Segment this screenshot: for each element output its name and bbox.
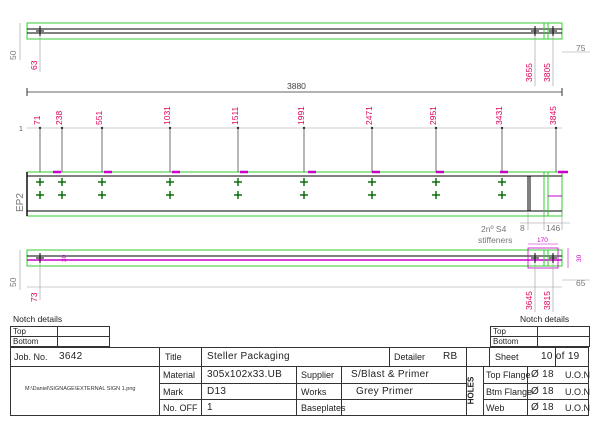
hole-dim-1511: 1511 [230,106,240,125]
notch-left-top: Top [10,326,58,337]
hole-dot [168,126,172,130]
hole-dim-2951: 2951 [428,106,438,125]
stiffener-note-2: stiffeners [478,235,512,245]
web-label: Web [486,403,505,413]
hole-dim-238: 238 [54,111,64,125]
bottom-view [19,243,590,312]
hole-dim-2471: 2471 [364,106,374,125]
stiffener-note-1: 2nº S4 [481,224,507,234]
detailer-label: Detailer [394,352,426,362]
notch-right-bottom: Bottom [490,336,538,347]
holes-label: HOLES [466,376,476,405]
notch-right-top: Top [490,326,538,337]
material-label: Material [163,370,196,380]
baseplates-label: Baseplates [301,403,346,413]
mark-label: Mark [163,387,183,397]
bottom-dim-73: 73 [29,292,39,302]
hole-dot [370,126,374,130]
overall-length-dim: 3880 [287,81,306,91]
sheet-label: Sheet [495,352,519,362]
top-flange-dia: Ø 18 [531,369,554,380]
hole-dim-1991: 1991 [296,106,306,125]
top-dim-3655: 3655 [524,63,534,82]
hole-dot [554,126,558,130]
bottom-dim-170: 170 [537,237,548,244]
hole-dot [434,126,438,130]
notch-details-right-title: Notch details [520,314,570,324]
supplier-value: S/Blast & Primer [351,369,430,380]
notch-left-bottom: Bottom [10,336,58,347]
hole-dim-1031: 1031 [162,106,172,125]
detailer-value: RB [443,351,458,362]
bottom-dim-30-right: 30 [576,254,583,262]
job-no-label: Job. No. [14,352,48,362]
top-dim-50: 50 [8,50,18,60]
top-flange-note: U.O.N [565,370,591,380]
works-label: Works [301,387,327,397]
bottom-dim-50: 50 [8,277,18,287]
left-marker-1: 1 [19,126,23,133]
hole-dot [38,126,42,130]
top-flange-label: Top Flange [486,370,531,380]
btm-flange-label: Btm Flange [486,387,533,397]
bottom-dim-3815: 3815 [542,291,552,310]
web-note: U.O.N [565,403,591,413]
hole-dot [500,126,504,130]
nooff-value: 1 [207,402,213,413]
hole-dot [60,126,64,130]
hole-dim-551: 551 [94,111,104,125]
web-dia: Ø 18 [531,402,554,413]
btm-flange-note: U.O.N [565,387,591,397]
top-dim-3805: 3805 [542,63,552,82]
top-dim-63: 63 [29,60,39,70]
material-value: 305x102x33.UB [207,369,283,380]
top-view [19,22,590,86]
file-path: M:\Daniel\SIGNAGE\EXTERNAL SIGN 1.png [25,386,136,392]
title-block: Job. No. 3642 Title Steller Packaging De… [10,347,591,416]
notch-details-left-table: Top Bottom [10,326,110,347]
drawing-area: 50 63 3655 3805 75 3880 7 [8,22,590,312]
top-dim-75: 75 [576,43,586,53]
btm-flange-dia: Ø 18 [531,386,554,397]
supplier-label: Supplier [301,370,335,380]
elevation-hole-markers [36,126,558,199]
hole-dim-3845: 3845 [548,106,558,125]
hole-dot [302,126,306,130]
hole-dot [100,126,104,130]
bottom-dim-65: 65 [576,278,586,288]
mark-value: D13 [207,386,227,397]
hole-dot [236,126,240,130]
dim-146: 146 [546,223,560,233]
sheet-value: 10 of 19 [541,351,580,362]
hole-dim-3431: 3431 [494,106,504,125]
title-label: Title [165,352,182,362]
job-no-value: 3642 [59,351,83,362]
notch-details-right-table: Top Bottom [490,326,590,347]
notch-details-left-title: Notch details [13,314,63,324]
elevation-view [26,88,570,230]
title-value: Steller Packaging [207,351,290,362]
hole-dim-71: 71 [32,115,42,125]
end-plate-label: EP2 [15,193,26,212]
nooff-label: No. OFF [163,403,198,413]
bottom-dim-30-left: 30 [61,254,68,262]
bottom-dim-3645: 3645 [524,291,534,310]
dim-8: 8 [520,223,525,233]
works-value: Grey Primer [356,386,414,397]
